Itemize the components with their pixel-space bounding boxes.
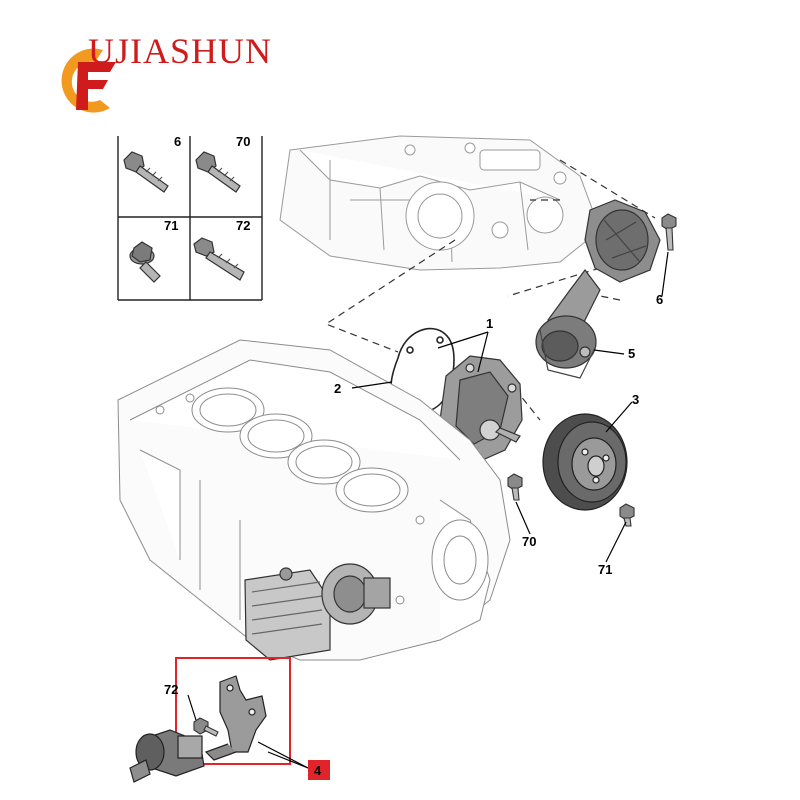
fastener-label-72: 72 [236,218,250,233]
callout-5: 5 [628,346,635,361]
callout-4-badge [308,760,330,780]
callout-72: 72 [164,682,178,697]
pump-bolt-70 [507,473,523,501]
bolt-6-icon [123,151,169,193]
callout-3: 3 [632,392,639,407]
mounting-bracket [204,675,267,761]
brand-logo-icon [61,48,116,113]
callout-71: 71 [598,562,612,577]
callout-6: 6 [656,292,663,307]
fastener-label-70: 70 [236,134,250,149]
bolt-70-icon [195,151,241,193]
tensioner-bolt-6 [661,213,677,251]
fastener-label-71: 71 [164,218,178,233]
belt-tensioner [535,199,661,379]
bracket-bolt-72 [193,717,219,737]
callout-1: 1 [486,316,493,331]
brand-logo [48,42,348,122]
auxiliary-water-pump [129,729,205,783]
callout-70: 70 [522,534,536,549]
oil-filter-housing [244,563,391,661]
fastener-panel [117,136,263,301]
upper-engine-block [279,135,601,271]
bolt-72-icon [193,237,245,281]
main-engine-block [117,339,511,661]
callout-4: 4 [314,763,322,778]
pulley-bolt-71 [619,503,635,527]
brand-name: UJIASHUN [88,31,273,71]
callout-leader-lines [187,251,669,769]
fastener-label-6: 6 [174,134,181,149]
bracket-highlight-box [175,657,291,765]
callout-2: 2 [334,381,341,396]
bolt-71-icon [129,241,161,283]
water-pump-pulley [542,413,628,511]
